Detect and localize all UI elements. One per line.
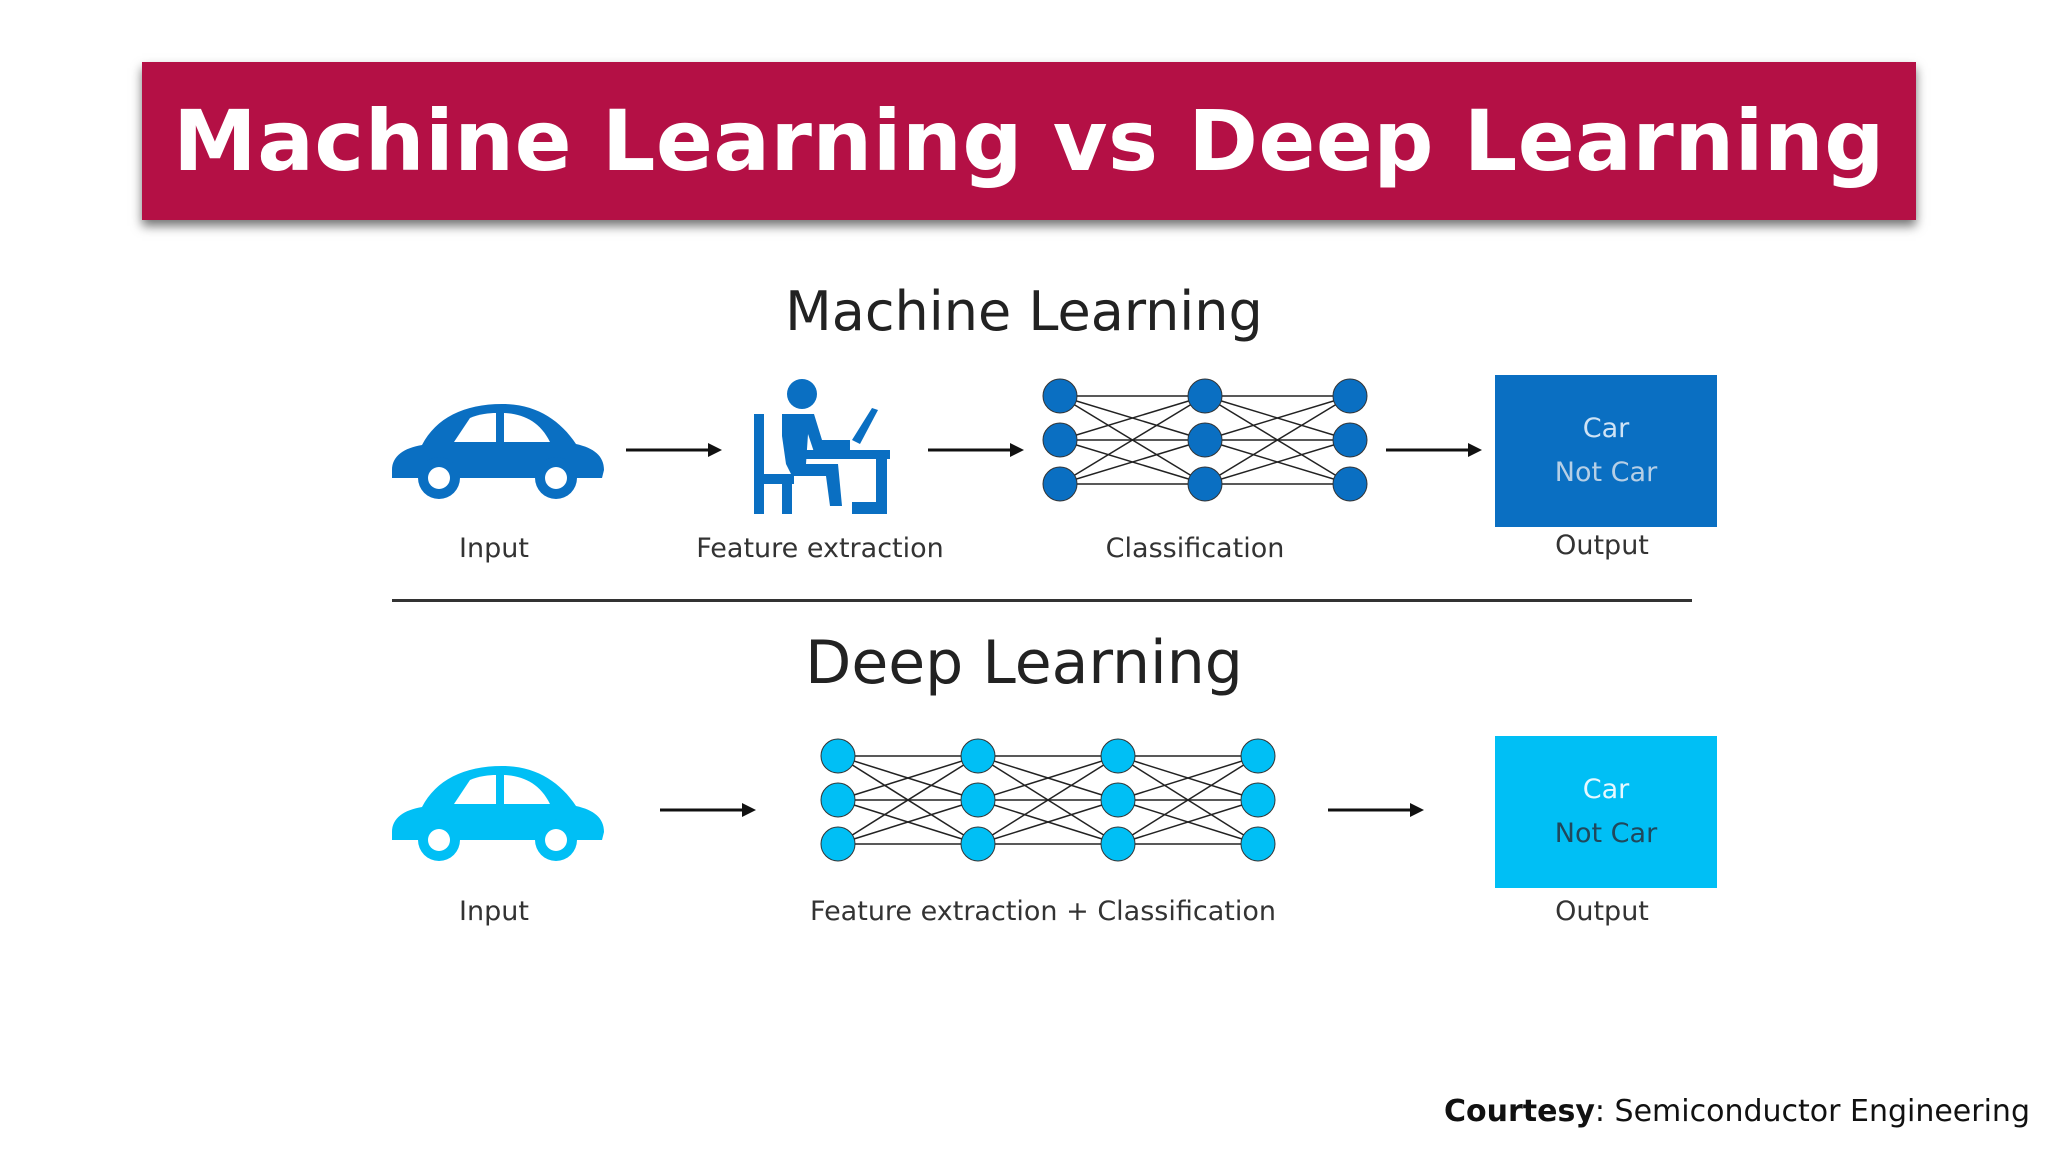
dl-network-node [1240,738,1276,774]
dl-heading: Deep Learning [805,628,1243,698]
ml-network-connection [1204,439,1351,485]
dl-network-connection [977,755,1119,801]
ml-classification-label: Classification [1105,533,1285,564]
ml-car-icon [392,404,604,499]
dl-car-icon [392,766,604,861]
courtesy-prefix: Courtesy [1444,1094,1595,1129]
dl-network-node [1240,782,1276,818]
person-at-computer-icon [754,379,890,514]
ml-output-box: Car Not Car [1495,375,1717,527]
dl-output-not-car: Not Car [1554,818,1658,849]
dl-network-node [960,782,996,818]
ml-arrow-3 [1386,443,1482,457]
dl-input-label: Input [459,896,529,927]
ml-network-node [1332,378,1368,414]
title-banner: Machine Learning vs Deep Learning [142,62,1916,220]
ml-arrow-1 [626,443,722,457]
ml-feature-label: Feature extraction [696,533,944,564]
ml-network-connection [1204,395,1351,441]
courtesy-note: Courtesy: Semiconductor Engineering [1444,1094,2030,1129]
ml-network-node [1187,422,1223,458]
ml-heading: Machine Learning [785,280,1263,343]
ml-network-connection [1059,395,1206,485]
ml-output-not-car: Not Car [1554,457,1658,488]
dl-network-connection [837,755,979,845]
ml-network-node [1042,466,1078,502]
dl-network-node [1100,782,1136,818]
ml-output-label: Output [1555,530,1649,561]
dl-network-connection [1117,799,1259,845]
dl-arrow-1 [660,803,756,817]
ml-network-connection [1204,395,1351,485]
dl-network [820,738,1276,862]
dl-network-connection [837,755,979,801]
ml-network-connection [1059,439,1206,485]
dl-output-box: Car Not Car [1495,736,1717,888]
dl-network-connection [1117,755,1259,845]
ml-network-connection [1059,395,1206,441]
dl-network-connection [977,799,1119,845]
ml-classification-network [1042,378,1368,502]
page-title: Machine Learning vs Deep Learning [173,92,1885,190]
dl-network-node [960,826,996,862]
dl-combined-label: Feature extraction + Classification [810,896,1276,927]
dl-output-car: Car [1582,774,1630,805]
ml-network-node [1042,422,1078,458]
ml-input-label: Input [459,533,529,564]
section-divider [392,599,1692,602]
ml-arrow-2 [928,443,1024,457]
dl-network-node [820,738,856,774]
ml-output-car: Car [1582,413,1630,444]
dl-network-connection [977,755,1119,845]
dl-network-node [820,826,856,862]
dl-network-connection [837,799,979,845]
ml-network-node [1332,466,1368,502]
dl-output-label: Output [1555,896,1649,927]
dl-network-node [960,738,996,774]
courtesy-source: : Semiconductor Engineering [1594,1094,2030,1129]
dl-network-node [1240,826,1276,862]
ml-network-node [1187,378,1223,414]
dl-network-node [820,782,856,818]
dl-network-node [1100,738,1136,774]
ml-network-node [1042,378,1078,414]
dl-arrow-2 [1328,803,1424,817]
ml-network-node [1187,466,1223,502]
ml-network-node [1332,422,1368,458]
dl-network-connection [1117,755,1259,801]
dl-network-node [1100,826,1136,862]
